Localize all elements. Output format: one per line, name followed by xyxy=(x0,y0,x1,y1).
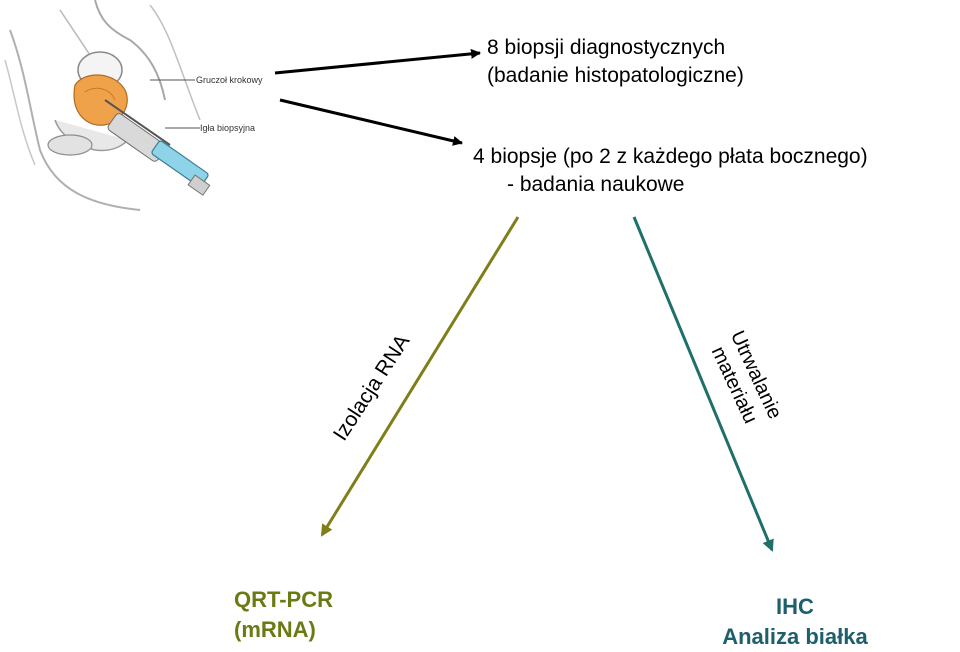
research-line1: 4 biopsje (po 2 z każdego płata bocznego… xyxy=(473,145,868,168)
ihc-line1: IHC xyxy=(776,594,814,619)
qrt-line1: QRT-PCR xyxy=(234,587,333,612)
arrow-to-research xyxy=(279,98,463,146)
diagnostic-line1: 8 biopsji diagnostycznych xyxy=(487,36,726,59)
ihc-line2: Analiza białka xyxy=(722,624,868,649)
ihc-result: IHC Analiza białka xyxy=(700,592,890,652)
diagnostic-line2: (badanie histopatologiczne) xyxy=(487,64,744,87)
gland-label: Gruczoł krokowy xyxy=(196,75,263,85)
prostate-biopsy-illustration: Gruczoł krokowy Igła biopsyjna xyxy=(0,0,280,215)
needle-label: Igła biopsyjna xyxy=(200,123,255,133)
research-biopsies-text: 4 biopsje (po 2 z każdego płata bocznego… xyxy=(473,143,868,199)
qrt-line2: (mRNA) xyxy=(234,617,316,642)
arrow-to-diagnostic xyxy=(274,48,481,75)
research-line2: - badania naukowe xyxy=(507,173,685,196)
arrow-fixation-branch xyxy=(632,216,774,552)
arrow-rna-branch xyxy=(320,216,520,537)
diagnostic-biopsies-text: 8 biopsji diagnostycznych (badanie histo… xyxy=(487,34,744,90)
qrt-pcr-result: QRT-PCR (mRNA) xyxy=(234,585,333,645)
